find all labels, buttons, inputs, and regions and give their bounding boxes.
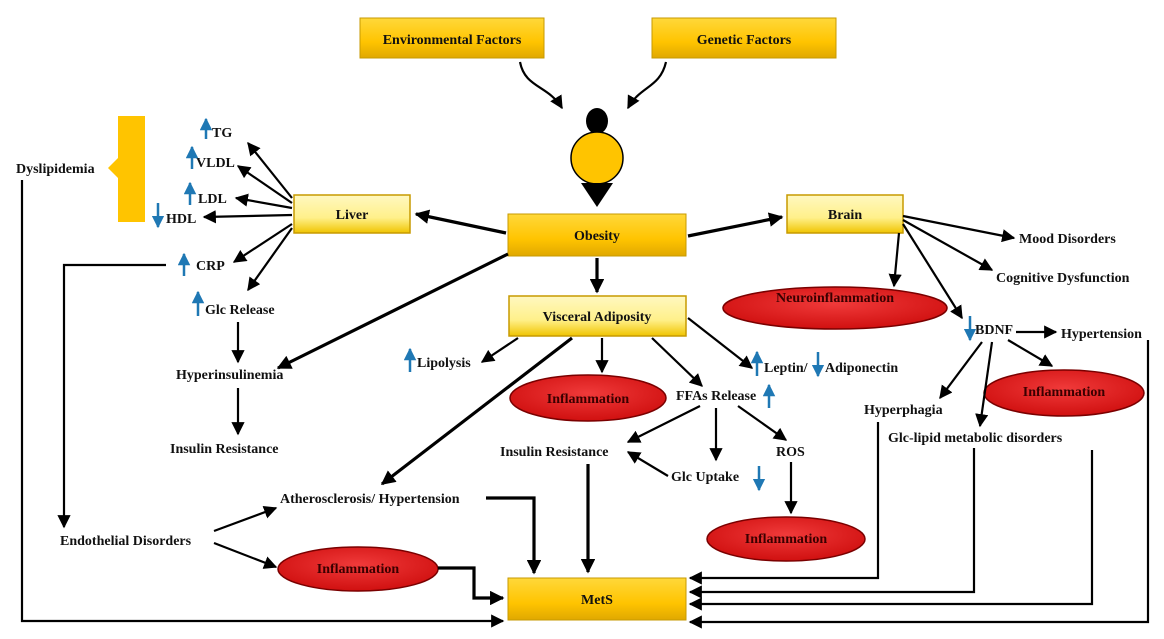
atherosclerosis-hypertension-label: Atherosclerosis/ Hypertension [280,492,460,507]
endothelial-disorders-label: Endothelial Disorders [60,534,192,549]
inflammation-ellipse-ros: Inflammation [706,516,866,562]
visceral-adiposity-label: Visceral Adiposity [543,310,652,325]
glc-release-label: Glc Release [205,303,275,318]
lipolysis-label: Lipolysis [417,356,471,371]
environmental-factors-label: Environmental Factors [383,33,522,48]
liver-label: Liver [336,208,369,223]
mood-disorders-label: Mood Disorders [1019,232,1116,247]
inflammation-ellipse-bdnf: Inflammation [983,369,1145,417]
inflammation-ellipse-visceral: Inflammation [509,374,667,422]
ldl-label: LDL [198,192,227,207]
node-label: Inflammation [317,562,400,577]
obesity-box: Obesity [507,213,687,257]
tg-label: TG [212,126,232,141]
brain-box: Brain [786,194,904,234]
node-label: Inflammation [745,532,828,547]
hdl-label: HDL [166,212,196,227]
node-label: Inflammation [1023,385,1106,400]
node-label: Inflammation [547,392,630,407]
glc-uptake-label: Glc Uptake [671,470,739,485]
obesity-label: Obesity [574,229,620,244]
environmental-factors-box: Environmental Factors [359,17,545,59]
leptin-label: Leptin/ [764,361,809,376]
inflammation-ellipse-endothelial: Inflammation [277,546,439,592]
neuroinflammation-ellipse: Neuroinflammation [722,286,948,330]
genetic-factors-label: Genetic Factors [697,33,792,48]
dyslipidemia-label: Dyslipidemia [16,162,95,177]
mets-box: MetS [507,577,687,621]
visceral-adiposity-box: Visceral Adiposity [508,295,687,337]
ros-label: ROS [776,445,805,460]
hypertension-right-label: Hypertension [1061,327,1142,342]
glc-lipid-disorders-label: Glc-lipid metabolic disorders [888,431,1063,446]
dyslipidemia-bracket [108,116,145,222]
ffas-release-label: FFAs Release [676,389,756,404]
genetic-factors-box: Genetic Factors [651,17,837,59]
vldl-label: VLDL [196,156,235,171]
node-label: Neuroinflammation [776,291,894,306]
person-icon [570,108,624,207]
bdnf-label: BDNF [975,323,1013,338]
adiponectin-label: Adiponectin [825,361,898,376]
insulin-resistance-left-label: Insulin Resistance [170,442,279,457]
mets-label: MetS [581,593,613,608]
cognitive-dysfunction-label: Cognitive Dysfunction [996,271,1130,286]
hyperphagia-label: Hyperphagia [864,403,943,418]
hyperinsulinemia-label: Hyperinsulinemia [176,368,283,383]
brain-label: Brain [828,208,862,223]
arrows [20,61,1150,629]
crp-label: CRP [196,259,225,274]
insulin-resistance-mid-label: Insulin Resistance [500,445,609,460]
liver-box: Liver [293,194,411,234]
